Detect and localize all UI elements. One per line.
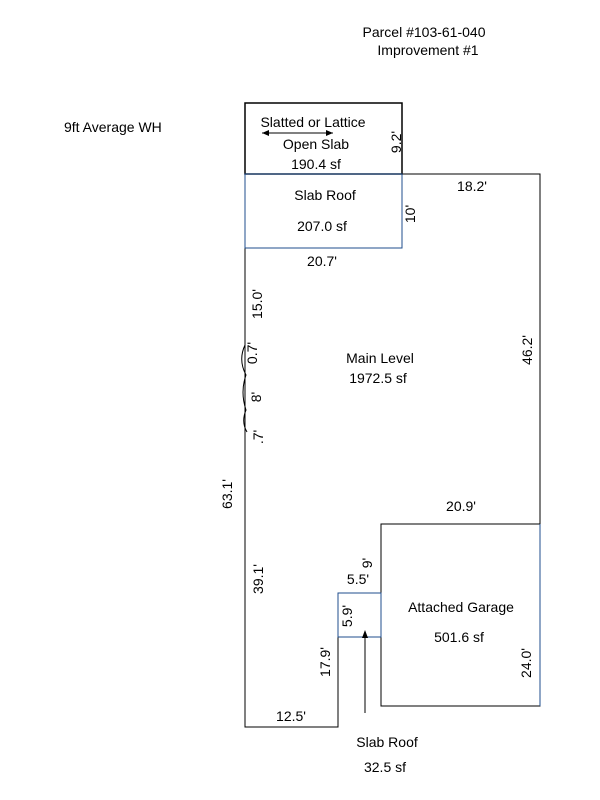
dim-garage-depth: 24.0' (518, 648, 534, 678)
dim-left-mid: 8' (248, 391, 264, 403)
dim-top-right-width: 18.2' (457, 178, 487, 194)
main-level-name: Main Level (346, 350, 414, 366)
slab-roof-pointer-head (362, 630, 368, 638)
lattice-arrow-left-head (262, 130, 269, 136)
dim-left-upper: 15.0' (249, 289, 265, 319)
garage-outline (380, 524, 541, 707)
dim-slab-width: 20.7' (307, 253, 337, 269)
garage-name: Attached Garage (408, 599, 514, 615)
dim-lattice-depth: 9.2' (388, 130, 404, 154)
left-wall-jog (241, 344, 248, 433)
slab-roof-bottom-name: Slab Roof (356, 734, 418, 750)
improvement-number: Improvement #1 (377, 42, 479, 58)
dim-left-lower: 39.1' (250, 564, 266, 594)
dim-left-total: 63.1' (219, 479, 235, 509)
dim-garage-width: 20.9' (446, 498, 476, 514)
lattice-label-line2: Open Slab (282, 136, 350, 152)
dim-right-side: 46.2' (519, 335, 535, 365)
dim-left-offset-2: .7' (250, 429, 266, 445)
slab-roof-top-name: Slab Roof (294, 187, 356, 203)
lattice-label-line1: Slatted or Lattice (260, 114, 366, 130)
lattice-area: 190.4 sf (291, 156, 341, 172)
slab-roof-bottom-rect (337, 592, 382, 638)
main-level-area: 1972.5 sf (349, 370, 407, 386)
dim-porch-width: 5.5' (346, 571, 370, 587)
dim-porch-offset: 9' (359, 557, 375, 569)
dim-left-offset-1: 0.7' (244, 341, 260, 365)
slab-roof-top-area: 207.0 sf (297, 218, 347, 234)
parcel-number: Parcel #103-61-040 (362, 24, 486, 40)
dim-lower-wall: 17.9' (317, 647, 333, 677)
main-level-outline (244, 173, 541, 728)
wall-height-note: 9ft Average WH (64, 119, 162, 135)
garage-area: 501.6 sf (434, 629, 484, 645)
slab-roof-bottom-area: 32.5 sf (363, 759, 407, 775)
dim-slab-depth: 10' (402, 204, 418, 224)
slab-roof-top-rect (244, 173, 403, 249)
dim-bottom-width: 12.5' (276, 708, 306, 724)
dim-porch-depth: 5.9' (339, 604, 355, 628)
lattice-arrow-right-head (326, 130, 333, 136)
